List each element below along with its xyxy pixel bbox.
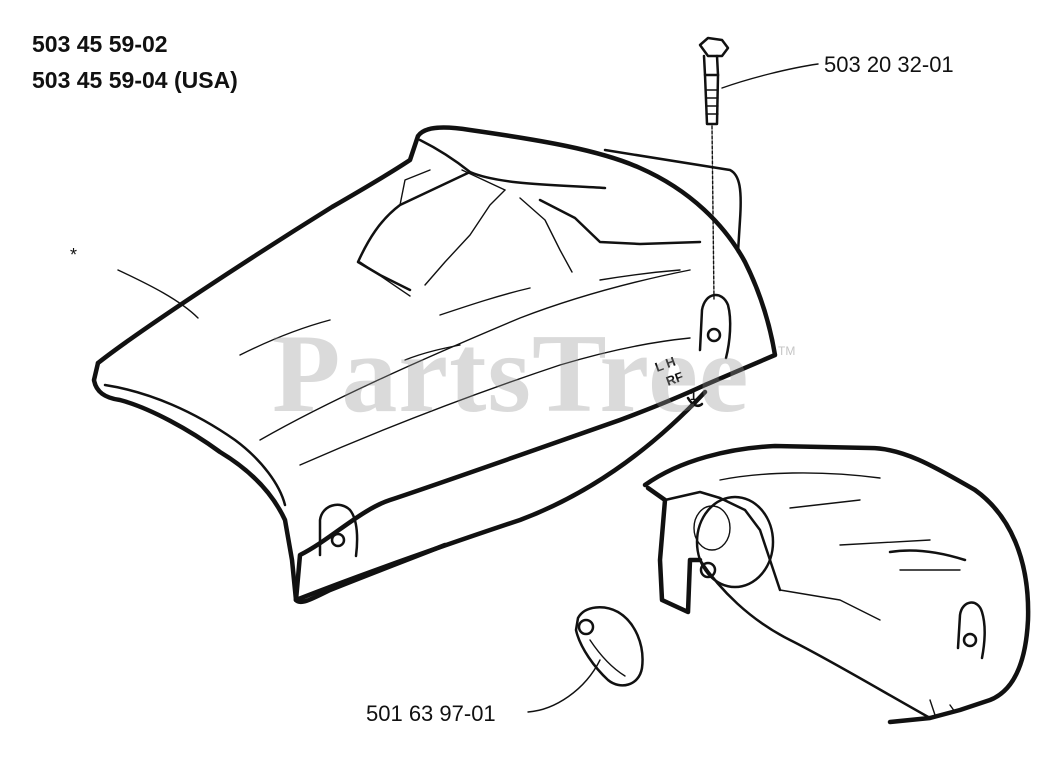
callout-star-label: * — [70, 245, 78, 265]
marking-line-1: L H — [653, 354, 678, 375]
star-leader-line — [117, 269, 199, 319]
engine-cover-drawing — [642, 443, 1031, 725]
callout-bolt-label[interactable]: 503 20 32-01 — [824, 52, 954, 77]
cover-marking: L H RF 1 — [653, 354, 697, 403]
part-number-main: 503 45 59-02 — [32, 31, 168, 57]
main-cover-drawing — [91, 125, 778, 605]
watermark: PartsTree — [272, 312, 750, 436]
marking-line-3: 1 — [690, 389, 697, 403]
part-number-usa: 503 45 59-04 (USA) — [32, 67, 238, 93]
small-cover-drawing — [527, 606, 644, 713]
callout-small-cover-label[interactable]: 501 63 97-01 — [366, 701, 496, 726]
bolt-drawing — [698, 36, 819, 301]
marking-line-2: RF — [664, 369, 685, 389]
watermark-trademark: TM — [778, 344, 796, 358]
